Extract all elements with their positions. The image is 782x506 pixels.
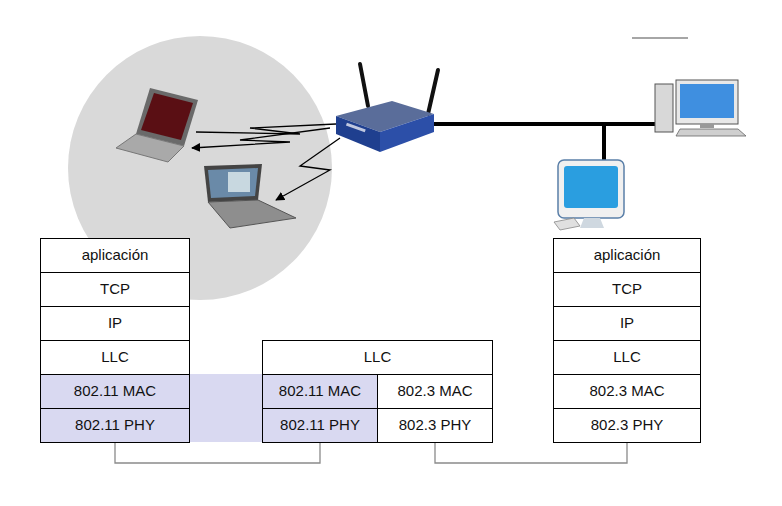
layer-label: aplicación xyxy=(82,247,149,264)
wireless-link-band xyxy=(189,374,263,442)
pc-monitor xyxy=(676,80,738,124)
layer-label: 802.11 PHY xyxy=(75,417,155,434)
pc-screen xyxy=(680,84,734,118)
wireless-signal xyxy=(196,124,336,134)
router-antenna xyxy=(360,64,368,106)
pc-keyboard xyxy=(676,129,746,136)
wireless-signal xyxy=(276,138,340,200)
protocol-layer-box: TCP xyxy=(553,272,701,307)
router-leds xyxy=(346,123,366,133)
protocol-layer-box: LLC xyxy=(40,340,190,375)
router-front xyxy=(336,116,380,152)
protocol-layer-box: LLC xyxy=(262,340,493,375)
protocol-layer-box: 802.11 PHY xyxy=(40,408,190,443)
layer-label: TCP xyxy=(100,281,130,298)
router-antenna xyxy=(428,70,438,114)
protocol-layer-box: aplicación xyxy=(553,238,701,273)
protocol-layer-box: 802.3 MAC xyxy=(377,374,493,409)
laptop-screen xyxy=(208,168,258,198)
ethernet-drop xyxy=(602,124,606,162)
wireless-signal xyxy=(192,128,330,148)
router-side xyxy=(380,114,434,152)
layer-label: 802.11 MAC xyxy=(279,383,361,400)
protocol-layer-box: 802.3 MAC xyxy=(553,374,701,409)
wireless-coverage-area xyxy=(68,36,332,300)
layer-label: TCP xyxy=(612,281,642,298)
imac-stand xyxy=(580,218,604,228)
layer-label: LLC xyxy=(364,349,392,366)
physical-link xyxy=(115,443,320,463)
layer-label: IP xyxy=(108,315,122,332)
layer-label: aplicación xyxy=(594,247,661,264)
layer-label: IP xyxy=(620,315,634,332)
imac-keyboard xyxy=(554,218,580,230)
layer-label: 802.3 MAC xyxy=(397,383,472,400)
protocol-layer-box: IP xyxy=(40,306,190,341)
screen-image xyxy=(228,172,250,192)
protocol-layer-box: 802.3 PHY xyxy=(553,408,701,443)
pc-tower xyxy=(655,84,673,132)
ethernet-cable xyxy=(432,122,656,126)
imac-screen xyxy=(564,166,618,208)
laptop-base xyxy=(208,200,296,228)
protocol-layer-box: LLC xyxy=(553,340,701,375)
layer-label: 802.3 MAC xyxy=(589,383,664,400)
protocol-layer-box: aplicación xyxy=(40,238,190,273)
protocol-layer-box: 802.11 MAC xyxy=(262,374,378,409)
protocol-layer-box: 802.11 PHY xyxy=(262,408,378,443)
laptop-base xyxy=(116,134,184,162)
protocol-layer-box: TCP xyxy=(40,272,190,307)
protocol-layer-box: IP xyxy=(553,306,701,341)
layer-label: LLC xyxy=(101,349,129,366)
layer-label: 802.3 PHY xyxy=(591,417,664,434)
short-rule xyxy=(632,37,688,39)
protocol-layer-box: 802.3 PHY xyxy=(377,408,493,443)
layer-label: 802.11 MAC xyxy=(74,383,156,400)
physical-link xyxy=(435,443,627,463)
protocol-layer-box: 802.11 MAC xyxy=(40,374,190,409)
imac-monitor xyxy=(558,160,624,218)
layer-label: 802.3 PHY xyxy=(399,417,472,434)
layer-label: LLC xyxy=(613,349,641,366)
laptop-lid xyxy=(204,164,262,202)
laptop-screen xyxy=(141,93,193,140)
pc-stand xyxy=(700,124,714,128)
layer-label: 802.11 PHY xyxy=(280,417,360,434)
